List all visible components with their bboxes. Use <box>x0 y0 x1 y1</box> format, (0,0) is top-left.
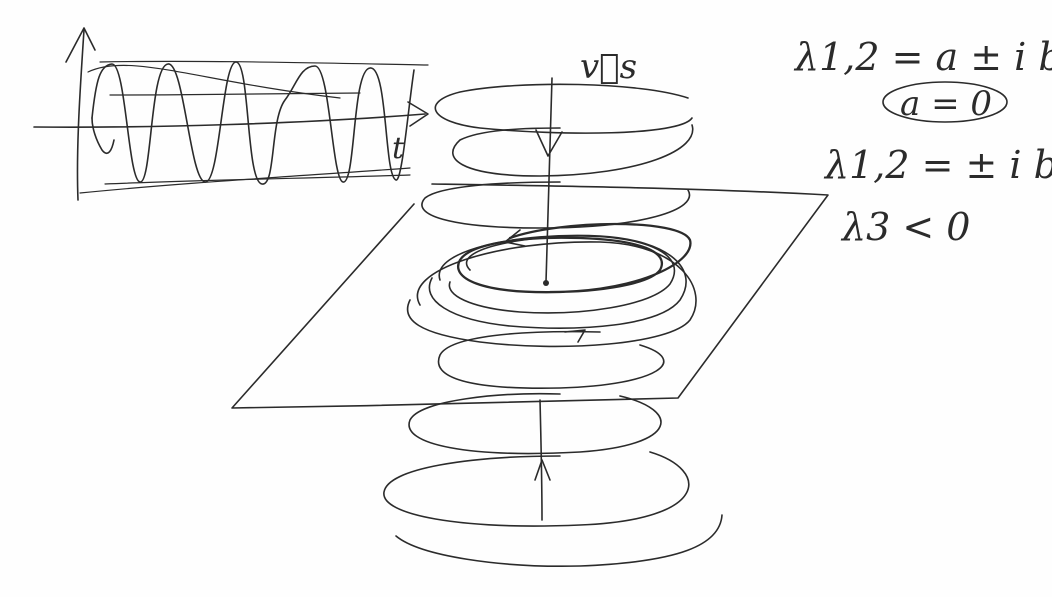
plane-parallelogram <box>231 183 829 409</box>
plot-middle-line <box>109 92 361 96</box>
plot-lower-envelope-2 <box>104 174 411 185</box>
spiral-converging-ring-2 <box>428 234 687 329</box>
spiral-top-loop-2 <box>452 124 694 177</box>
plot-axis-label-t: t <box>392 131 405 166</box>
plot-lower-envelope <box>79 167 411 194</box>
spiral-converging-ring-3 <box>406 241 697 348</box>
plot-horizontal-axis <box>33 113 426 128</box>
plot-horizontal-arrowhead <box>407 101 429 127</box>
equation-eigenvalues-imaginary: λ1,2 = ± i b <box>823 143 1052 187</box>
spiral-top-loop-3 <box>421 181 691 229</box>
plot-vertical-axis <box>76 29 85 201</box>
vector-label-vs: v⃗s <box>580 47 637 87</box>
vertical-axis-arrowhead <box>535 129 563 157</box>
spiral-converging-core <box>457 222 692 294</box>
oscillation-plot: t <box>33 27 429 201</box>
equation-eigenvalues-complex: λ1,2 = a ± i b <box>793 35 1052 79</box>
plot-vertical-arrowhead <box>65 27 96 63</box>
plot-upper-envelope <box>99 60 429 66</box>
vertical-axis-line <box>545 77 553 283</box>
spiral-arrow-hook <box>504 229 526 247</box>
equation-circle <box>882 81 1008 123</box>
spiral-top-loop-1 <box>434 83 693 134</box>
spiral-lower-loop-3 <box>383 451 690 527</box>
spiral-lower-loop-2 <box>408 392 662 455</box>
plot-sine-start <box>91 117 115 155</box>
plot-sine-wave <box>91 61 415 185</box>
lower-axis-arrowhead <box>534 459 551 481</box>
equation-eigenvalue-negative: λ3 < 0 <box>840 205 970 249</box>
spiral-converging-ring-1 <box>448 235 676 314</box>
equilibrium-point <box>543 280 549 286</box>
spiral-sketch: v⃗s <box>231 47 829 568</box>
spiral-lower-loop-4 <box>395 514 723 568</box>
spiral-lower-loop-1 <box>437 330 665 390</box>
equation-a-zero: a = 0 <box>900 84 992 124</box>
equations: λ1,2 = a ± i b a = 0 λ1,2 = ± i b λ3 < 0 <box>793 35 1052 249</box>
